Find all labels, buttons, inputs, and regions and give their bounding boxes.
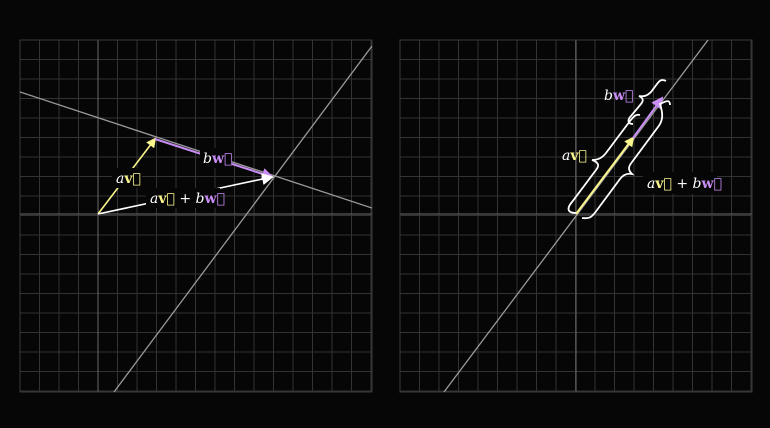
left-span-line-through-tip xyxy=(20,91,372,209)
right-bw-vector-arrow xyxy=(632,96,664,139)
left-bw-label: bw⃗ xyxy=(203,151,232,167)
left-span-line-diagonal xyxy=(113,45,372,392)
left-bw-label-bg xyxy=(200,148,232,168)
right-bw-brace xyxy=(627,79,667,125)
left-grid xyxy=(20,40,372,392)
right-av-brace xyxy=(567,113,641,214)
right-panel: av⃗ bw⃗ av⃗ + bw⃗ xyxy=(399,39,753,393)
right-frame xyxy=(399,39,753,393)
right-span-line xyxy=(443,40,709,392)
left-frame xyxy=(19,39,373,393)
right-sum-brace xyxy=(581,100,671,220)
right-bw-label: bw⃗ xyxy=(604,88,633,104)
left-av-label-bg xyxy=(112,168,142,188)
left-sum-label: av⃗ + bw⃗ xyxy=(150,191,225,207)
left-sum-label-bg xyxy=(146,188,220,208)
right-av-label: av⃗ xyxy=(562,148,587,164)
right-av-vector-arrow xyxy=(575,136,635,215)
left-av-label: av⃗ xyxy=(116,171,141,187)
right-sum-label: av⃗ + bw⃗ xyxy=(647,176,722,192)
right-sum-label-bg xyxy=(643,172,717,194)
left-panel: av⃗ bw⃗ av⃗ + bw⃗ xyxy=(19,39,373,393)
